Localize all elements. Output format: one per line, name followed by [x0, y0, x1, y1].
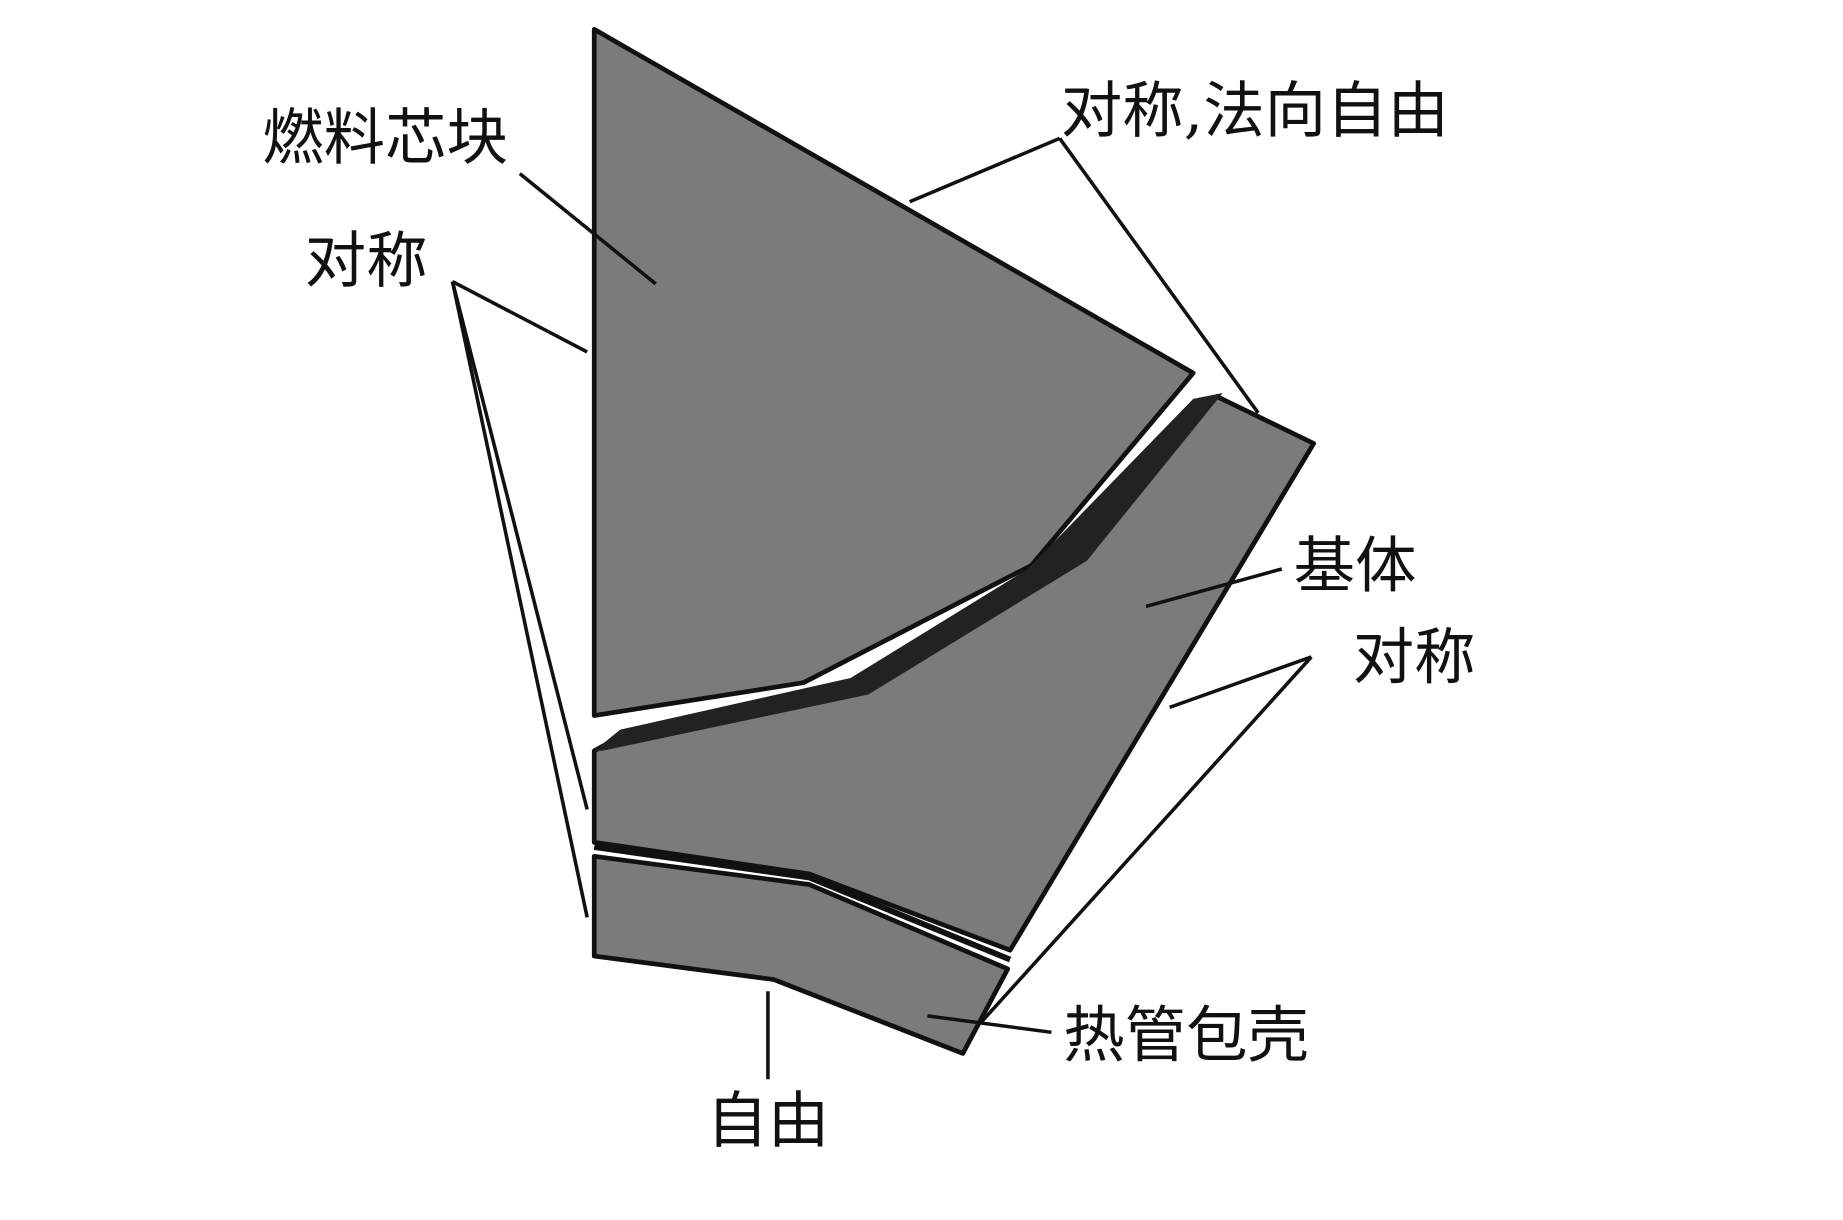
- leader-symmetry-left-3: [450, 281, 589, 918]
- matrix-cladding-gap: [593, 844, 1012, 963]
- leader-symmetry-right-2: [979, 655, 1313, 1025]
- label-symmetry-right: 对称: [1353, 622, 1476, 693]
- leader-symmetry-left-1: [451, 279, 588, 354]
- label-heat-pipe-cladding: 热管包壳: [1063, 1000, 1309, 1071]
- label-fuel-pellet: 燃料芯块: [262, 103, 508, 174]
- leader-symmetry-normal-1: [908, 136, 1061, 204]
- leader-cladding: [927, 1014, 1052, 1035]
- leader-matrix: [1145, 567, 1283, 609]
- leader-fuel-pellet: [518, 172, 657, 286]
- label-free: 自由: [706, 1086, 829, 1157]
- heat-pipe-cladding-region: [591, 854, 1011, 1056]
- leader-symmetry-left-2: [450, 281, 589, 810]
- leader-symmetry-right-1: [1168, 655, 1312, 710]
- leader-symmetry-normal-2: [1058, 137, 1260, 414]
- fuel-pellet-region: [591, 26, 1196, 718]
- label-matrix: 基体: [1294, 531, 1417, 602]
- label-symmetry-normal-free: 对称,法向自由: [1061, 76, 1449, 147]
- label-symmetry-left: 对称: [305, 226, 428, 297]
